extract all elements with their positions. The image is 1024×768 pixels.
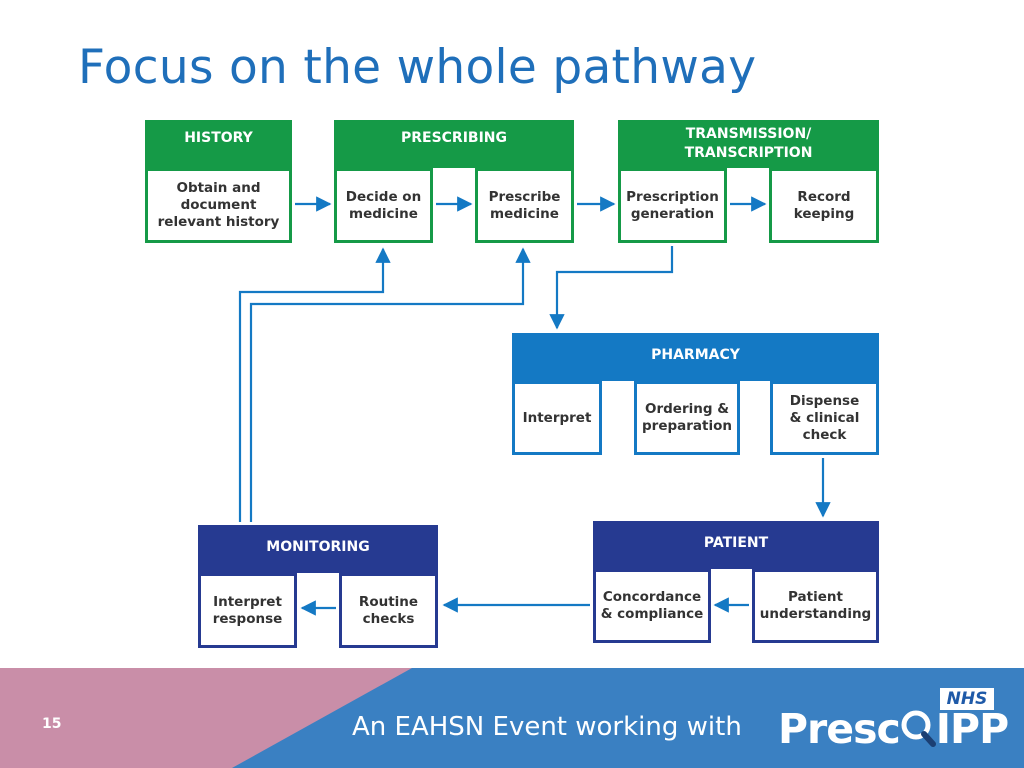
monitoring-header: MONITORING <box>198 525 438 573</box>
prescribing-header: PRESCRIBING <box>334 120 574 168</box>
arrow-transmission-to-pharmacy <box>549 246 674 330</box>
step-prescription-generation: Prescription generation <box>618 168 727 243</box>
arrow-monitoring-to-prescribe <box>249 247 531 522</box>
arrow-monitoring-to-decide <box>238 247 391 522</box>
magnifier-q-icon <box>901 710 936 747</box>
page-title: Focus on the whole pathway <box>78 40 757 95</box>
step-dispense-clinical-check: Dispense & clinical check <box>770 381 879 455</box>
slide-number: 15 <box>42 716 62 732</box>
step-concordance-compliance: Concordance & compliance <box>593 569 711 643</box>
step-patient-understanding: Patient understanding <box>752 569 879 643</box>
step-interpret-response: Interpret response <box>198 573 297 648</box>
step-routine-checks: Routine checks <box>339 573 438 648</box>
nhs-logo: NHS <box>940 688 994 710</box>
step-interpret: Interpret <box>512 381 602 455</box>
step-ordering-preparation: Ordering & preparation <box>634 381 740 455</box>
pharmacy-header: PHARMACY <box>512 333 879 381</box>
history-header: HISTORY <box>145 120 292 168</box>
step-record-keeping: Record keeping <box>769 168 879 243</box>
step-prescribe-medicine: Prescribe medicine <box>475 168 574 243</box>
transmission-header: TRANSMISSION/ TRANSCRIPTION <box>618 120 879 168</box>
patient-header: PATIENT <box>593 521 879 569</box>
step-decide-medicine: Decide on medicine <box>334 168 433 243</box>
footer-band <box>0 668 1024 768</box>
footer-text: An EAHSN Event working with <box>352 712 742 742</box>
step-obtain-history: Obtain and document relevant history <box>145 168 292 243</box>
